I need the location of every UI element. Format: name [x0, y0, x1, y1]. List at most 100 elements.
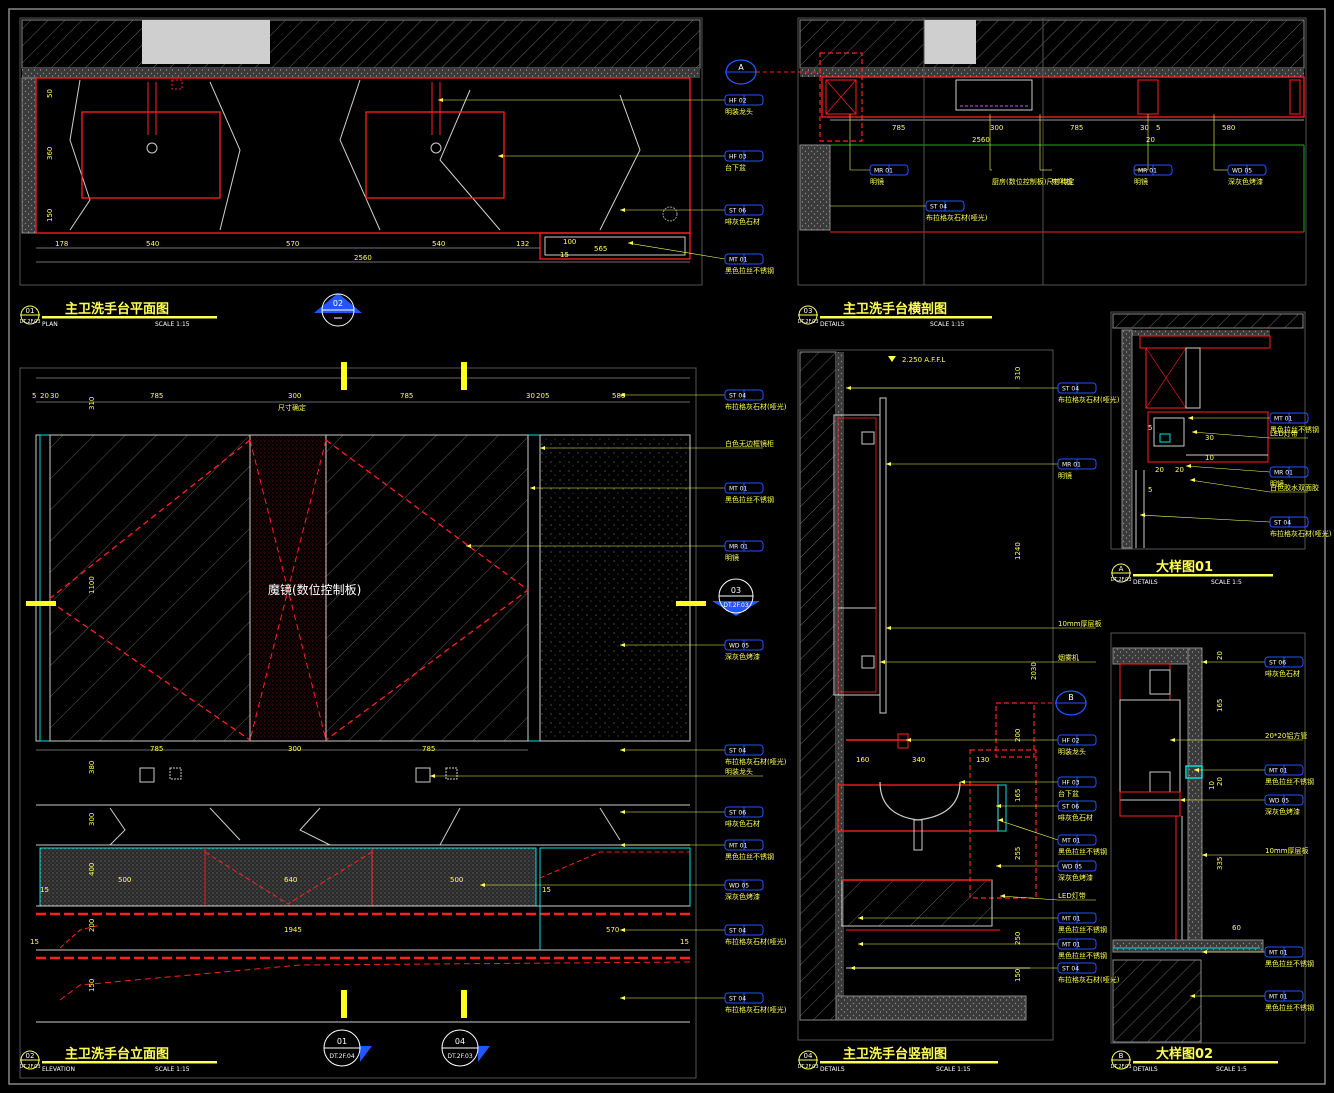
- material-code: ST 04: [930, 204, 947, 211]
- marker-ref: DT.2F.03: [447, 1053, 473, 1060]
- material-callout[interactable]: ST 04 布拉格灰石材(哑光): [830, 200, 988, 222]
- plan-dim: 178: [55, 240, 68, 248]
- material-code: ST 06: [729, 810, 746, 817]
- material-callout[interactable]: 20*20铝方管: [1170, 731, 1307, 742]
- material-label: 明镜: [1058, 471, 1072, 480]
- material-code: WD 05: [729, 883, 749, 890]
- marker-ref: DT.2F.04: [329, 1053, 355, 1060]
- material-code: MT 01: [729, 257, 748, 264]
- view-type: DETAILS: [1133, 1066, 1158, 1073]
- material-code: WD 05: [729, 643, 749, 650]
- material-label: 明装龙头: [725, 107, 753, 116]
- material-callout[interactable]: 烟雾机: [880, 653, 1096, 664]
- material-label: 黑色拉丝不锈钢: [1058, 847, 1107, 856]
- elevation-dim: 150: [88, 979, 96, 992]
- material-label: 20*20铝方管: [1265, 731, 1307, 740]
- material-label: 深灰色烤漆: [1058, 873, 1093, 882]
- level-mark: 2.250 A.F.F.L: [902, 356, 945, 364]
- section04-dim: 130: [976, 756, 989, 764]
- marker-letter: A: [738, 63, 744, 72]
- view-scale: SCALE 1:15: [930, 321, 965, 328]
- detail-marker-b[interactable]: B: [1034, 690, 1087, 716]
- material-callout[interactable]: 白色胶水双面胶: [1189, 478, 1319, 493]
- material-callout[interactable]: 明装龙头: [430, 767, 763, 778]
- section-marker-01[interactable]: 01 DT.2F.04: [323, 1029, 372, 1067]
- section-marker-04[interactable]: 04 DT.2F.03: [441, 1029, 490, 1067]
- material-label: 明镜: [1270, 479, 1284, 488]
- material-callout[interactable]: 10mm厚层板: [1202, 846, 1309, 857]
- section03-dim: 785: [892, 124, 905, 132]
- horizontal-section-view: 785 300 785 30 5 580 2560 20 A MR 01明镜厨房…: [725, 17, 1307, 286]
- material-callout[interactable]: 厨房(数位控制板)尺寸待定: [989, 114, 1074, 186]
- material-callout[interactable]: LED灯带: [999, 891, 1096, 901]
- material-callout[interactable]: MR 01 明镜: [849, 114, 909, 186]
- material-callout[interactable]: 白色无边框镜柜: [540, 439, 774, 450]
- section-marker-02[interactable]: 02: [314, 293, 362, 327]
- detail-marker-a[interactable]: A: [725, 59, 820, 85]
- marker-number: 01: [337, 1037, 347, 1046]
- material-callout[interactable]: 喇叭板: [1039, 114, 1073, 186]
- material-label: 布拉格灰石材(哑光): [926, 213, 988, 222]
- material-callout[interactable]: LED灯带: [1191, 429, 1308, 439]
- view-scale: SCALE 1:5: [1211, 579, 1242, 586]
- elevation-dim: 570: [606, 926, 619, 934]
- material-label: 明装龙头: [725, 767, 753, 776]
- section03-dim: 580: [1222, 124, 1235, 132]
- material-label: 黑色拉丝不锈钢: [725, 852, 774, 861]
- section-marker-03[interactable]: 03 DT.2F.03: [712, 578, 760, 616]
- material-label: 布拉格灰石材(哑光): [1058, 975, 1120, 984]
- section03-dim: 785: [1070, 124, 1083, 132]
- plan-view: 178 540 570 540 132 2560 565 15 100 50 3…: [19, 17, 774, 327]
- section04-dim: 2030: [1030, 662, 1038, 680]
- material-label: 白色无边框镜柜: [725, 439, 774, 448]
- material-callout[interactable]: 10mm厚层板: [886, 619, 1102, 630]
- material-label: 啡灰色石材: [725, 217, 760, 226]
- material-label: 明镜: [870, 177, 884, 186]
- material-label: 10mm厚层板: [1265, 846, 1309, 855]
- material-label: 黑色拉丝不锈钢: [1265, 1003, 1314, 1012]
- detailA-dim: 20: [1175, 466, 1184, 474]
- section03-dim: 30: [1140, 124, 1149, 132]
- elevation-dim: 20: [40, 392, 49, 400]
- material-code: MT 01: [1062, 916, 1081, 923]
- plan-dim: 150: [46, 209, 54, 222]
- material-code: MR 01: [874, 168, 893, 175]
